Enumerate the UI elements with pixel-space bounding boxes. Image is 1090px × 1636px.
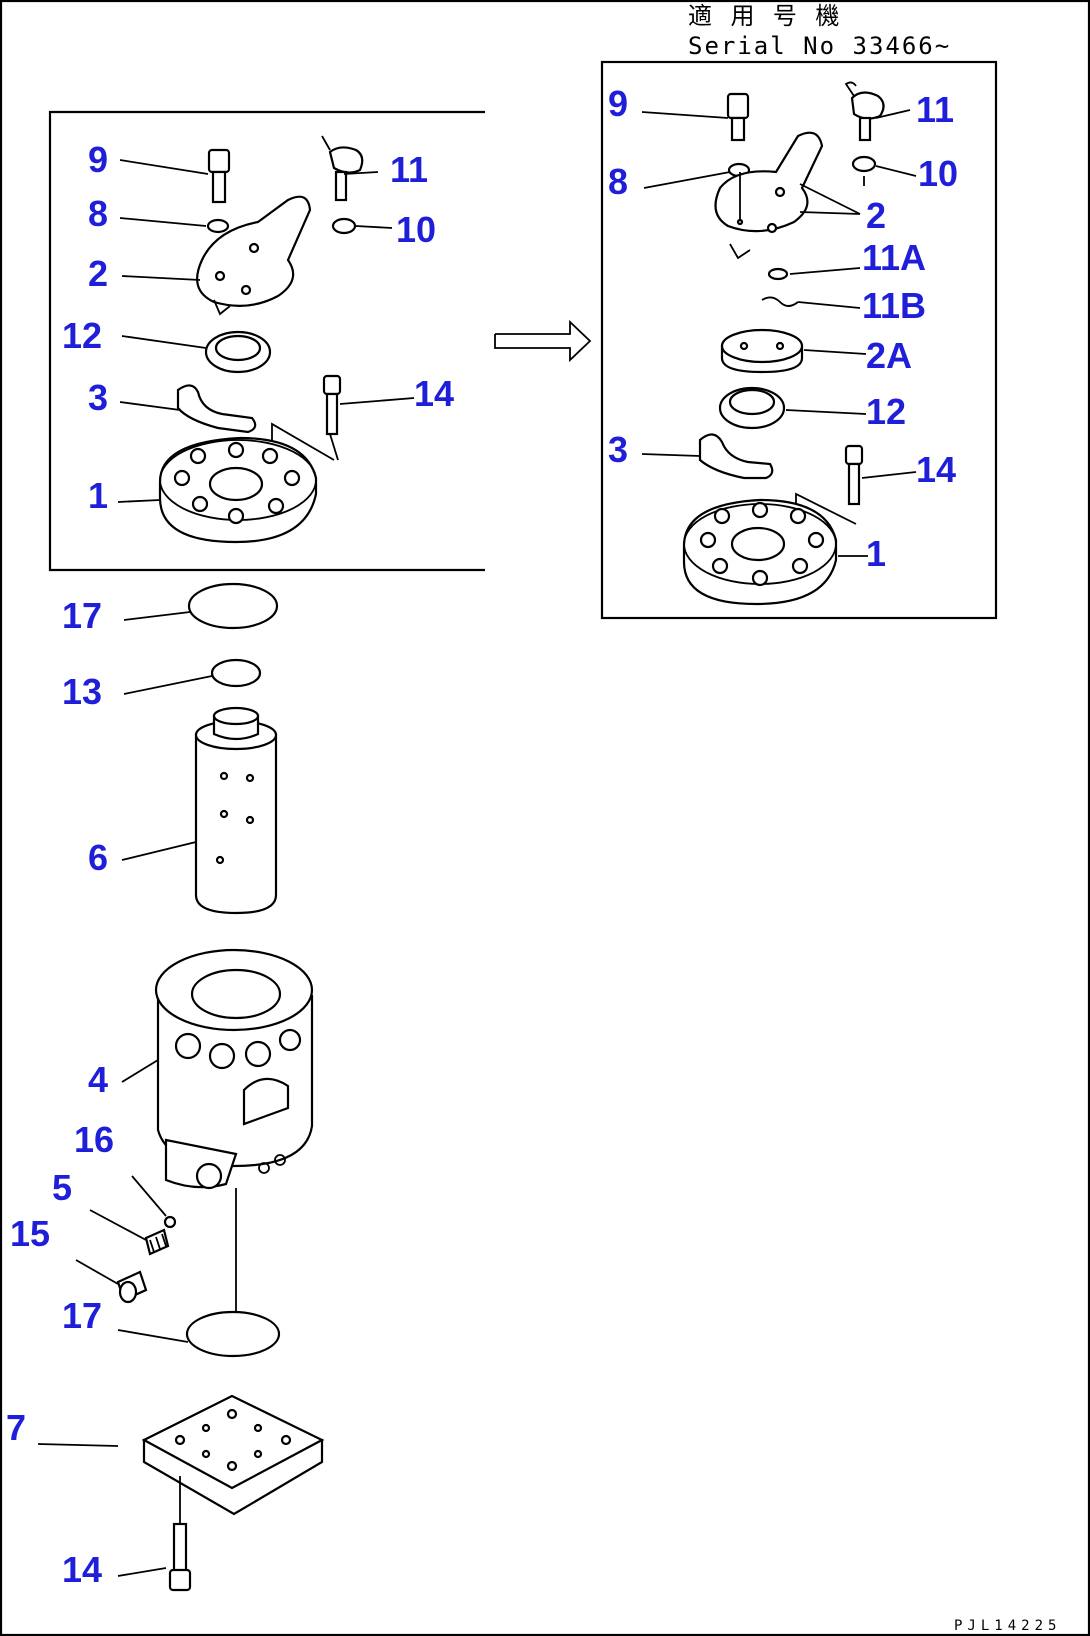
inset-washer-part-10 bbox=[851, 155, 877, 173]
callout-main-6: 6 bbox=[88, 837, 108, 878]
serial-number-label: Serial No 33466~ bbox=[688, 32, 951, 60]
cover-plate-part-2 bbox=[196, 195, 312, 316]
callout-main-5: 5 bbox=[52, 1167, 72, 1208]
shaft-part-6 bbox=[194, 706, 278, 915]
callout-inset-11b: 11B bbox=[862, 285, 926, 326]
washer-part-8 bbox=[206, 218, 230, 234]
inset-shim-plate-part-3 bbox=[698, 433, 774, 480]
main-assembly-frame bbox=[48, 110, 485, 572]
callout-inset-11a: 11A bbox=[862, 237, 926, 278]
callout-inset-2: 2 bbox=[866, 195, 886, 236]
inset-cover-plate-part-2 bbox=[714, 131, 824, 260]
callout-main-1: 1 bbox=[88, 475, 108, 516]
callout-main-9: 9 bbox=[88, 139, 108, 180]
callout-main-12: 12 bbox=[62, 315, 102, 356]
drawing-code: PJL14225 bbox=[954, 1618, 1061, 1634]
callout-inset-2a: 2A bbox=[866, 335, 912, 376]
callout-main-7: 7 bbox=[6, 1407, 26, 1448]
bolt-part-14 bbox=[322, 374, 342, 436]
o-ring-part-17-bottom bbox=[185, 1310, 281, 1358]
callout-inset-10: 10 bbox=[918, 153, 958, 194]
callout-inset-8: 8 bbox=[608, 161, 628, 202]
callout-main-4: 4 bbox=[88, 1059, 108, 1100]
inset-disk-part-2a bbox=[720, 328, 804, 374]
callout-main-11: 11 bbox=[390, 149, 428, 190]
spring-part-5 bbox=[144, 1228, 170, 1256]
inset-bolt-part-14 bbox=[844, 444, 864, 506]
callout-main-15: 15 bbox=[10, 1213, 50, 1254]
inset-leader-lines bbox=[641, 109, 917, 557]
inset-wire-part-11b bbox=[761, 296, 799, 307]
callout-inset-11: 11 bbox=[916, 89, 954, 130]
inset-ring-part-11a bbox=[767, 267, 789, 281]
callout-inset-14: 14 bbox=[916, 449, 956, 490]
swivel-body-part-4 bbox=[154, 948, 314, 1190]
plug-part-15 bbox=[116, 1270, 148, 1304]
fitting-part-11 bbox=[321, 135, 364, 202]
callout-main-8: 8 bbox=[88, 193, 108, 234]
callout-main-2: 2 bbox=[88, 253, 108, 294]
inset-fitting-part-11 bbox=[844, 81, 885, 142]
callout-main-14: 14 bbox=[414, 373, 454, 414]
callout-main-16: 16 bbox=[74, 1119, 114, 1160]
o-ring-part-17-top bbox=[187, 582, 279, 630]
callout-main-14-bottom: 14 bbox=[62, 1549, 102, 1590]
callout-main-10: 10 bbox=[396, 209, 436, 250]
bolt-part-14-bottom bbox=[168, 1522, 192, 1592]
bolt-part-9 bbox=[207, 148, 231, 204]
callout-main-3: 3 bbox=[88, 377, 108, 418]
o-ring-part-13 bbox=[210, 658, 262, 688]
callout-main-13: 13 bbox=[62, 671, 102, 712]
seal-part-12 bbox=[204, 330, 272, 374]
inset-assembly-frame bbox=[600, 60, 998, 620]
inset-flange-part-1 bbox=[682, 498, 838, 606]
cover-plate-part-7 bbox=[141, 1394, 325, 1516]
callout-inset-1: 1 bbox=[866, 533, 886, 574]
callout-inset-3: 3 bbox=[608, 429, 628, 470]
applicable-serial-heading: 適 用 号 機 bbox=[688, 2, 841, 30]
flange-part-1 bbox=[158, 436, 318, 544]
shim-plate-part-3 bbox=[176, 384, 257, 434]
inset-seal-part-12 bbox=[718, 386, 786, 430]
callout-main-17-top: 17 bbox=[62, 595, 102, 636]
inset-bolt-part-9 bbox=[726, 92, 750, 142]
main-leader-lines bbox=[37, 159, 415, 1577]
washer-part-10 bbox=[331, 217, 357, 235]
callout-inset-9: 9 bbox=[608, 83, 628, 124]
callout-main-17-bottom: 17 bbox=[62, 1295, 102, 1336]
callout-inset-12: 12 bbox=[866, 391, 906, 432]
ball-part-16 bbox=[163, 1215, 177, 1229]
change-arrow bbox=[494, 319, 592, 363]
